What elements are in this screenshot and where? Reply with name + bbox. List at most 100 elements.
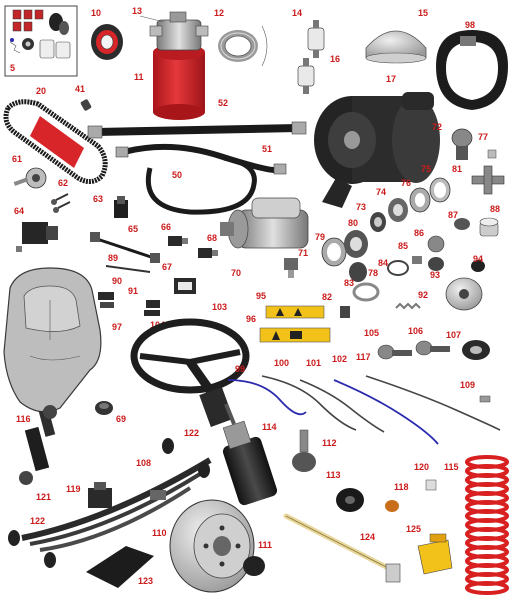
knob-item-69 [95,401,113,415]
callout-124: 124 [360,532,375,542]
warning-decal-item-96 [259,327,331,343]
cap-item-93 [428,257,444,271]
toggle-switch-item-63 [114,196,128,218]
kit-box-item-5 [4,5,78,77]
callout-77: 77 [478,132,488,142]
callout-67: 67 [162,262,172,272]
callout-118: 118 [394,482,409,492]
cable-item-102 [333,379,439,445]
cable-item-101 [299,379,385,433]
drive-belt-item-20 [3,99,108,184]
callout-123: 123 [138,576,153,586]
nut-item-82 [340,306,350,318]
callout-113: 113 [326,470,341,480]
callout-79: 79 [315,232,325,242]
callout-74: 74 [376,187,386,197]
callout-121: 121 [36,492,51,502]
callout-120: 120 [414,462,429,472]
ball-joint-item-72 [451,128,473,160]
tie-rod-end-item-105 [377,344,412,360]
race-item-76 [409,187,431,213]
callout-108: 108 [136,458,151,468]
relay-item-64 [16,222,58,252]
spring-coil [465,581,509,595]
starter-motor-item-70 [220,197,309,249]
seal-item-78 [349,262,367,282]
callout-71: 71 [298,248,308,258]
callout-14: 14 [292,8,302,18]
callout-102: 102 [332,354,347,364]
callout-81: 81 [452,164,462,174]
callout-111: 111 [258,540,272,550]
callout-20: 20 [36,86,46,96]
connector-item-66 [168,236,188,246]
hub-flange [445,277,483,311]
callout-112: 112 [322,438,337,448]
race-item-79 [321,237,347,267]
callout-12: 12 [214,8,224,18]
bearing-item-107 [462,340,490,360]
callout-97: 97 [112,322,122,332]
callout-84: 84 [378,258,388,268]
tie-rod-end-item-106 [415,340,450,356]
fitting-item-109 [479,395,491,403]
callout-85: 85 [398,241,408,251]
callout-11: 11 [134,72,144,82]
callout-122-bottom: 122 [30,516,45,526]
callout-65: 65 [128,224,138,234]
callout-99: 99 [235,364,245,374]
cap-item-86 [427,235,445,253]
filter-element-item-10 [91,24,123,60]
keys-item-62 [51,193,71,213]
callout-103: 103 [212,302,227,312]
callout-125: 125 [406,524,421,534]
seal-ring-item-12 [218,25,268,67]
cap-item-120 [425,479,437,491]
callout-89: 89 [108,253,118,263]
mount-item-119 [88,482,112,508]
callout-52: 52 [218,98,228,108]
harness-item-89 [105,265,151,273]
race-item-75 [429,177,451,203]
mounting-band-item-98 [436,30,508,110]
clip-item-104 [144,310,160,316]
callout-62: 62 [58,178,68,188]
fuel-filter-item-14 [307,20,325,58]
bracket-item-125 [417,533,453,575]
plug-item-41 [80,99,92,111]
hydraulic-filter-item-11 [153,44,205,120]
callout-41: 41 [75,84,85,94]
callout-86: 86 [414,228,424,238]
callout-95: 95 [256,291,266,301]
callout-64: 64 [14,206,24,216]
seal-item-73 [370,212,386,232]
callout-116: 116 [16,414,31,424]
shock-absorber-item-116 [19,405,57,485]
callout-82: 82 [322,292,332,302]
callout-88: 88 [490,204,500,214]
cable-item-99 [227,379,307,416]
callout-10: 10 [91,8,101,18]
leaf-spring-item-108 [21,457,212,552]
ignition-switch-item-61 [13,167,47,189]
callout-63: 63 [93,194,103,204]
clip-item-77 [487,149,497,159]
hydraulic-hose-item-51 [115,143,287,175]
callout-94: 94 [473,254,483,264]
callout-93: 93 [430,270,440,280]
cable-item-117 [365,375,501,431]
callout-5: 5 [10,63,15,73]
bearing-item-74 [388,198,408,222]
callout-90: 90 [112,276,122,286]
cap-item-94 [471,260,485,272]
seat-item-97 [3,267,102,413]
callout-96: 96 [246,314,256,324]
bearing-item-80 [344,230,368,258]
rod-item-124 [283,513,401,583]
callout-98: 98 [465,20,475,30]
u-joint-item-81 [471,165,505,195]
cable-item-100 [261,375,357,431]
callout-122-top: 122 [184,428,199,438]
callout-109: 109 [460,380,475,390]
